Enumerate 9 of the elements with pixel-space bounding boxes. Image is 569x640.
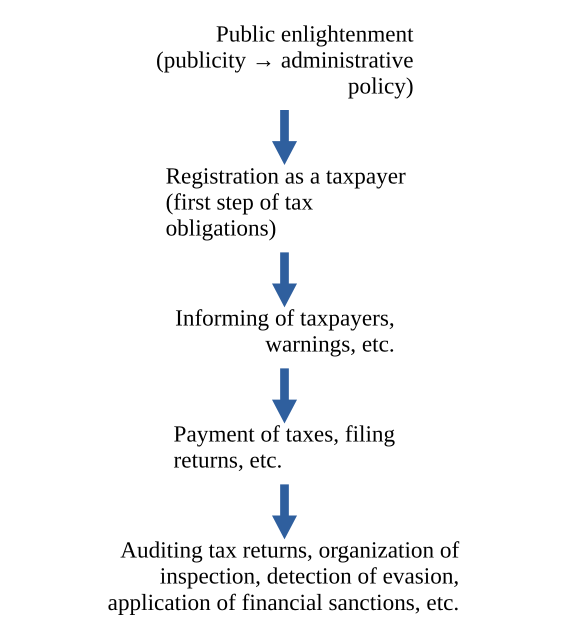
arrow — [272, 110, 298, 166]
node-text: Public enlightenment (publicity → administrative policy) — [156, 21, 414, 100]
arrow — [272, 252, 298, 308]
node-text: Payment of taxes, filing returns, etc. — [174, 422, 396, 474]
node-text: Auditing tax returns, organization of inspection, detection of evasion, application of financial sanctions, etc. — [108, 538, 460, 616]
node-text: Registration as a taxpayer (first step of tax obligations) — [166, 163, 406, 242]
arrow — [272, 368, 298, 424]
arrow — [272, 484, 298, 540]
node-text: Informing of taxpayers, warnings, etc. — [175, 306, 395, 358]
